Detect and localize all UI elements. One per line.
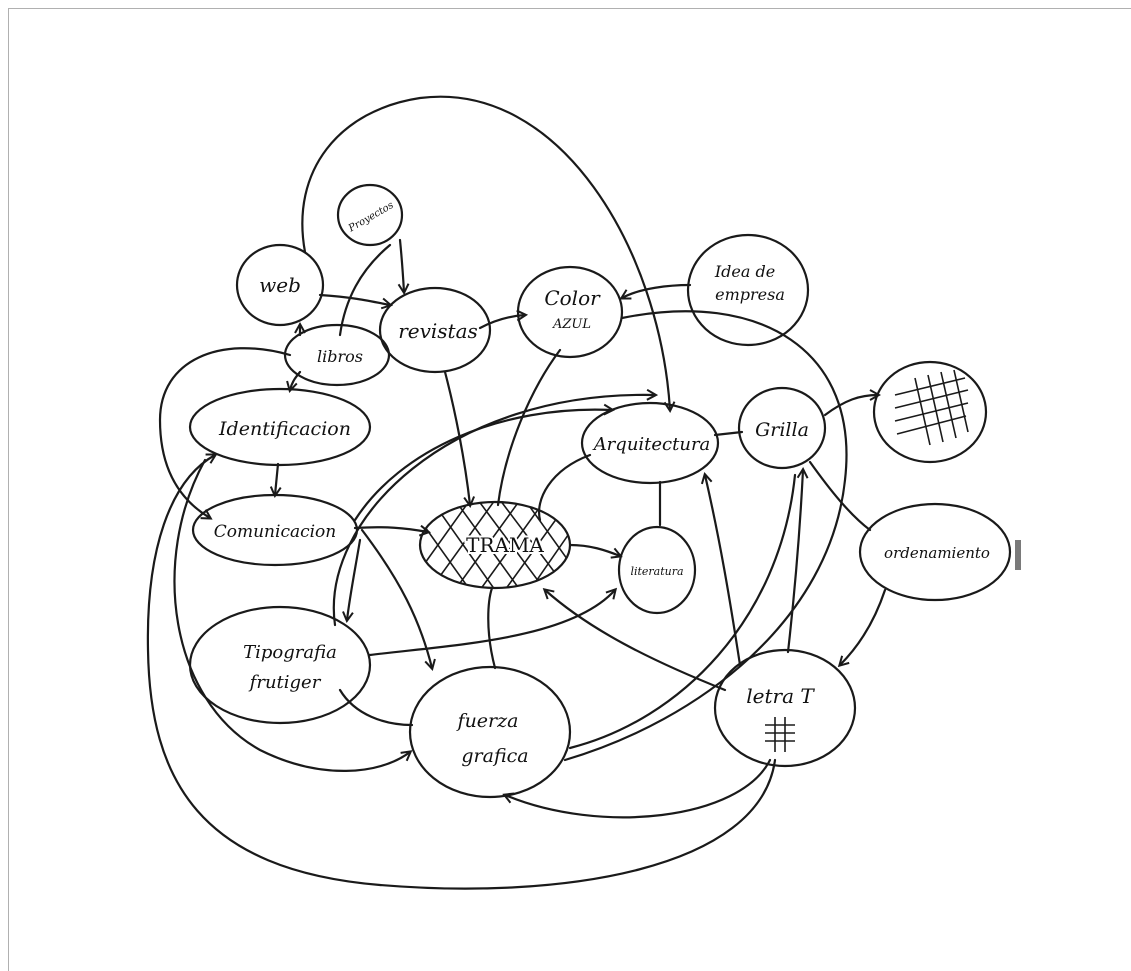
node-label: fuerza	[456, 710, 519, 732]
connector	[173, 458, 410, 772]
connector	[505, 758, 772, 819]
connector	[478, 315, 525, 330]
node-label: literatura	[630, 565, 683, 578]
node-label: Tipografia	[243, 642, 337, 663]
connector	[705, 475, 742, 667]
node-label: Arquitectura	[592, 434, 711, 455]
node-literatura: literatura	[617, 525, 697, 615]
node-label: web	[259, 273, 301, 297]
node-label: Comunicacion	[214, 522, 337, 542]
node-label: Color	[544, 286, 601, 310]
connector	[713, 430, 744, 437]
node-letra-t: letra T	[713, 648, 857, 768]
connector	[353, 527, 428, 532]
node-arquitectura: Arquitectura	[580, 401, 720, 485]
node-label: frutiger	[248, 672, 322, 693]
node-ordenamiento: ordenamiento	[858, 502, 1012, 602]
connector	[158, 347, 292, 518]
node-libros: libros	[283, 323, 391, 387]
connector	[290, 370, 302, 390]
node-label: libros	[317, 347, 363, 366]
connector	[368, 590, 615, 657]
node-grilla: Grilla	[737, 386, 827, 470]
node-comunicacion: Comunicacion	[191, 493, 359, 567]
connector	[545, 590, 727, 692]
connector	[563, 310, 848, 762]
node-label: revistas	[398, 319, 478, 343]
node-label: Identificacion	[218, 418, 351, 440]
node-identificacion: Identificacion	[188, 387, 372, 467]
node-tipografia: Tipografia frutiger	[188, 605, 372, 725]
node-idea-empresa: Idea de empresa	[686, 233, 810, 347]
node-fuerza: fuerza grafica	[408, 665, 572, 799]
scrollbar-handle[interactable]	[1015, 540, 1021, 570]
connector	[808, 460, 872, 532]
connector	[487, 586, 497, 670]
connector	[496, 348, 562, 507]
connector	[823, 395, 878, 417]
connections	[146, 95, 887, 890]
node-label: AZUL	[552, 317, 591, 332]
connector	[275, 462, 278, 495]
node-trama: TRAMA	[418, 500, 572, 590]
grid-icon	[894, 369, 969, 446]
connector	[622, 283, 692, 298]
connector	[538, 453, 592, 522]
node-label: ordenamiento	[884, 544, 990, 562]
connector	[146, 455, 777, 890]
connector	[840, 588, 887, 665]
connector	[338, 688, 414, 727]
node-label: TRAMA	[466, 533, 544, 557]
node-label: Grilla	[755, 419, 809, 441]
node-grid-sketch	[872, 360, 988, 464]
drawing-canvas	[8, 8, 1131, 971]
connector	[353, 410, 612, 522]
connector	[347, 538, 362, 620]
node-proyectos: Proyectos	[336, 183, 404, 247]
node-label: Idea de	[714, 262, 775, 281]
connector	[568, 543, 620, 556]
node-label: grafica	[461, 745, 528, 767]
connector	[568, 473, 797, 750]
connector	[786, 470, 803, 654]
connector	[332, 395, 655, 627]
connector	[301, 95, 670, 410]
connector	[360, 528, 432, 668]
node-label: Proyectos	[346, 200, 396, 235]
connector	[400, 238, 404, 292]
connector	[338, 243, 392, 337]
node-web: web	[235, 243, 325, 327]
node-label: letra T	[746, 684, 815, 708]
node-label: empresa	[715, 285, 785, 304]
connector	[318, 293, 390, 305]
node-color: Color AZUL	[516, 265, 624, 359]
node-revistas: revistas	[378, 286, 492, 374]
grid-icon	[765, 717, 795, 752]
